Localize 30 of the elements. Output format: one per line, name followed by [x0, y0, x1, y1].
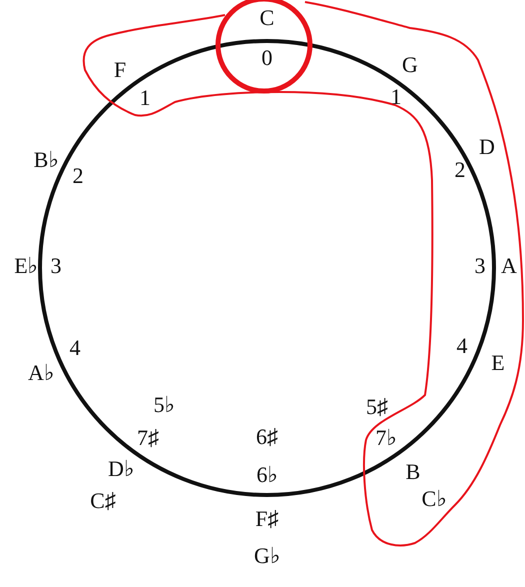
accidental-count: 7♯ — [137, 425, 159, 451]
key-name: C — [260, 5, 274, 31]
key-name: G♭ — [254, 543, 280, 569]
key-name: A — [501, 253, 517, 279]
accidental-count: 7♭ — [376, 425, 396, 451]
key-name: F — [114, 57, 126, 83]
accidental-count: 1 — [390, 84, 402, 110]
key-name: A♭ — [28, 360, 54, 386]
accidental-count: 3 — [474, 253, 486, 279]
key-name: B — [406, 459, 420, 485]
accidental-count: 4 — [70, 335, 80, 361]
key-name: E — [491, 350, 505, 376]
accidental-count: 2 — [454, 157, 466, 183]
accidental-count: 2 — [72, 163, 84, 189]
key-name: F♯ — [255, 506, 279, 532]
key-name: C♯ — [90, 488, 116, 514]
accidental-count: 3 — [50, 253, 62, 279]
accidental-count: 0 — [262, 45, 272, 71]
key-name: D — [479, 134, 495, 160]
accidental-count: 5♭ — [154, 392, 174, 418]
key-name: E♭ — [14, 253, 38, 279]
accidental-count: 6♯ — [256, 424, 278, 450]
accidental-count: 6♭ — [256, 462, 278, 488]
accidental-count: 1 — [140, 85, 150, 111]
accidental-count: 5♯ — [366, 394, 388, 420]
key-name: C♭ — [422, 486, 446, 512]
key-name: D♭ — [108, 456, 134, 482]
key-name: B♭ — [34, 147, 58, 173]
key-name: G — [402, 52, 418, 78]
accidental-count: 4 — [456, 333, 468, 359]
